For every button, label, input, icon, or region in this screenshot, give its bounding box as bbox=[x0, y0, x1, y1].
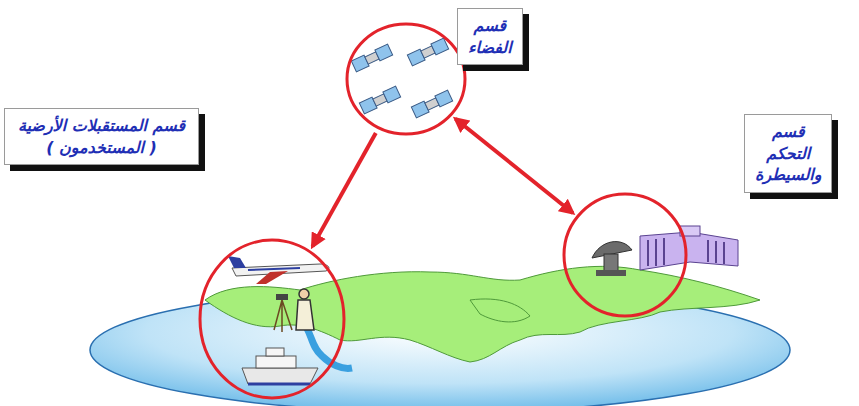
segment-circle: قسم التحكم والسيطرة bbox=[562, 192, 688, 318]
segment-label: قسم التحكم والسيطرة bbox=[744, 114, 832, 193]
segment-circle: قسم المستقبلات الأرضية ( المستخدمون ) bbox=[198, 238, 346, 400]
ship bbox=[242, 348, 318, 384]
circle-outline bbox=[345, 22, 467, 136]
circle-outline bbox=[562, 192, 688, 318]
segment-label: قسم المستقبلات الأرضية ( المستخدمون ) bbox=[4, 108, 199, 165]
signal-arrow bbox=[455, 119, 572, 213]
circle-outline bbox=[198, 238, 346, 400]
surveyor bbox=[274, 289, 314, 332]
control-building bbox=[640, 226, 738, 270]
land bbox=[205, 266, 760, 362]
segment-label: قسم الفضاء bbox=[457, 8, 523, 65]
airplane bbox=[228, 256, 329, 284]
signal-arrow bbox=[313, 133, 376, 246]
satellites bbox=[351, 38, 452, 118]
land bbox=[470, 299, 530, 322]
ground-antenna bbox=[592, 242, 632, 276]
segment-circle: قسم الفضاء bbox=[345, 22, 467, 136]
